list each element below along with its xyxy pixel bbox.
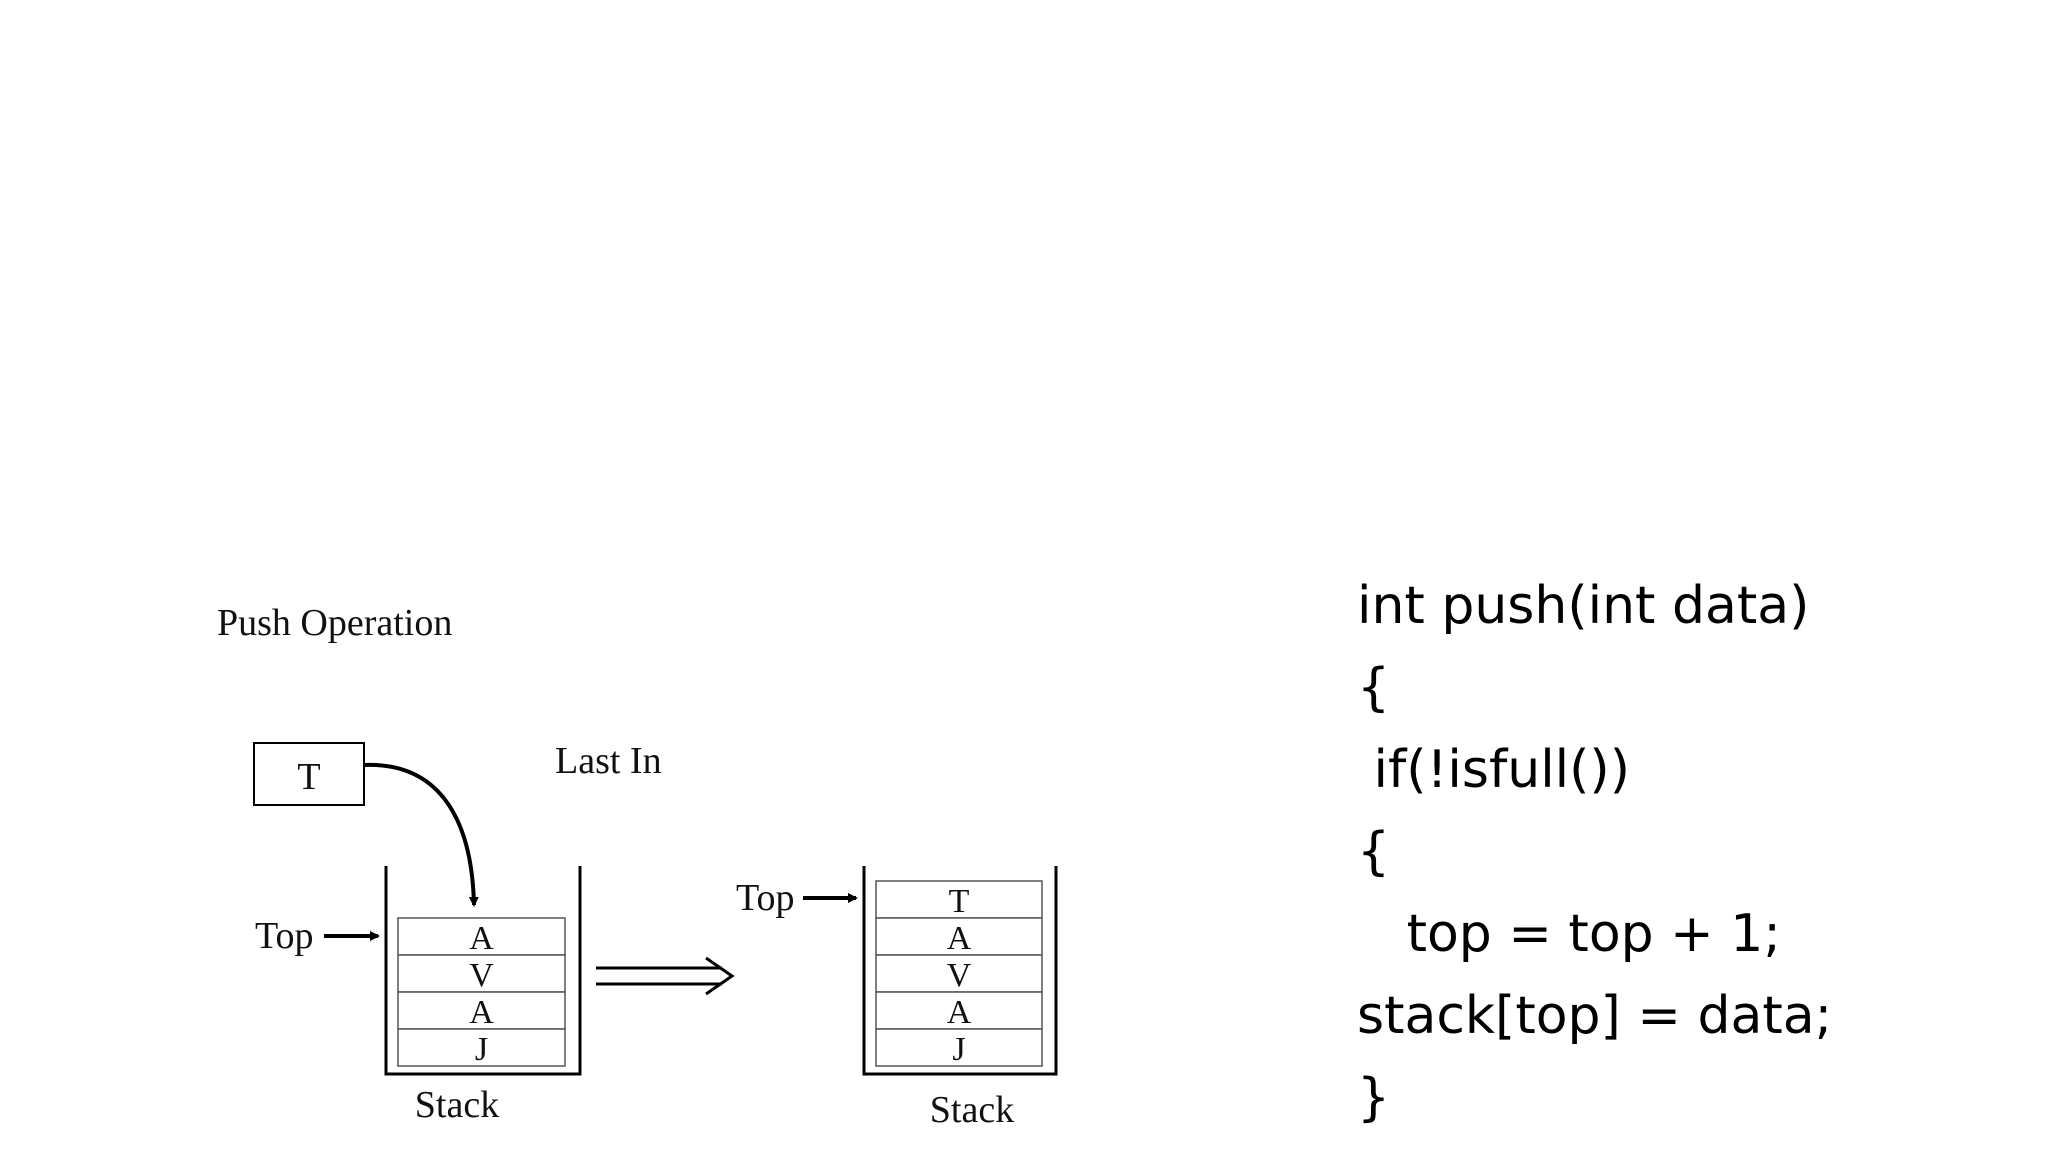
stack-cell-label: V (947, 957, 972, 994)
diagram-title: Push Operation (217, 602, 452, 644)
stack-cell-label: V (469, 957, 494, 994)
stack-label-after: Stack (930, 1089, 1014, 1131)
stack-cell (875, 1028, 1043, 1067)
push-code-block: int push(int data) { if(!isfull()) { top =… (1357, 565, 1832, 1139)
code-line: { (1357, 658, 1391, 718)
implies-arrow (596, 956, 735, 996)
code-line: int push(int data) (1357, 576, 1810, 636)
stack-cell (397, 1028, 566, 1067)
code-line: { (1357, 822, 1391, 882)
stack-cell (397, 917, 566, 956)
stack-cell (875, 917, 1043, 956)
stack-container-after (862, 866, 1058, 1076)
code-line: stack[top] = data; (1357, 986, 1833, 1046)
incoming-element-box (253, 742, 365, 806)
stack-cell-label: A (469, 994, 494, 1031)
code-line: } (1357, 1068, 1391, 1128)
stack-cell (397, 991, 566, 1030)
stack-cell-label: A (947, 994, 972, 1031)
stack-cell-label: J (475, 1031, 488, 1068)
code-line: if(!isfull()) (1357, 740, 1630, 800)
stack-label-before: Stack (415, 1084, 499, 1126)
stack-cell (875, 991, 1043, 1030)
stack-cell-label: A (947, 920, 972, 957)
top-label-after: Top (736, 877, 795, 919)
stack-cell (875, 880, 1043, 919)
incoming-element-label: T (297, 756, 320, 798)
stack-cell-label: A (469, 920, 494, 957)
push-curve-arrow (363, 762, 479, 907)
stack-cell-label: J (952, 1031, 965, 1068)
last-in-label: Last In (555, 740, 662, 782)
stack-cell-label: T (949, 883, 970, 920)
top-label-before: Top (255, 915, 314, 957)
stack-cell (397, 954, 566, 993)
code-line: top = top + 1; (1357, 904, 1781, 964)
stack-container-before (384, 866, 582, 1076)
